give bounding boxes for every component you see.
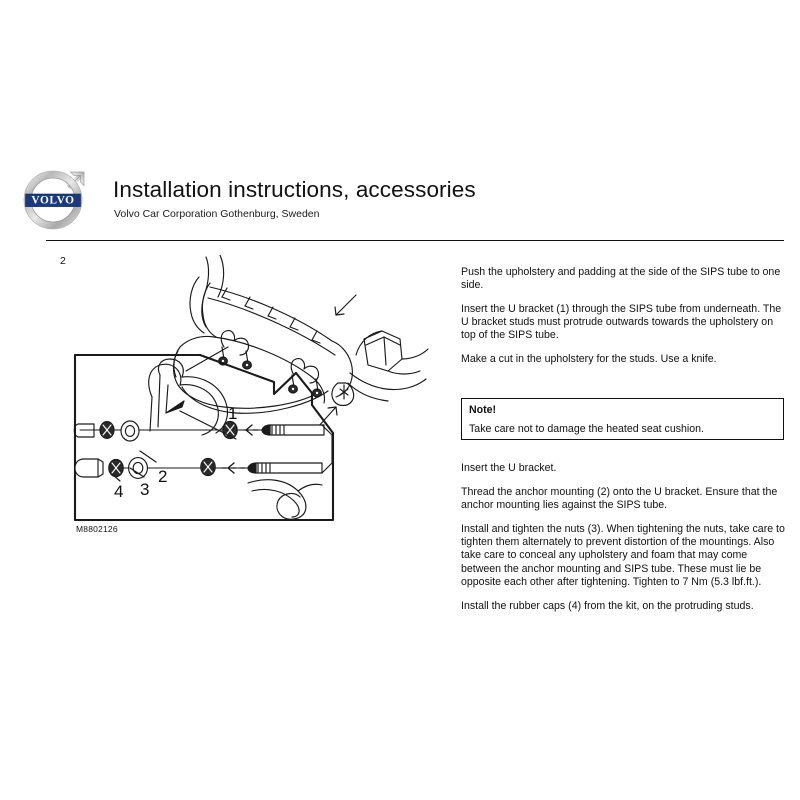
illustration-svg: 1 2 3 4	[73, 254, 429, 522]
instruction-paragraph: Make a cut in the upholstery for the stu…	[461, 353, 717, 366]
instruction-paragraph: Push the upholstery and padding at the s…	[461, 266, 781, 292]
instructions-lower: Insert the U bracket. Thread the anchor …	[461, 462, 786, 613]
callout-numbers: 1 2 3 4	[114, 404, 237, 501]
callout-3: 3	[140, 480, 149, 499]
instruction-paragraph: Insert the U bracket (1) through the SIP…	[461, 303, 782, 342]
instruction-paragraph: Install and tighten the nuts (3). When t…	[461, 523, 785, 588]
page-title: Installation instructions, accessories	[113, 177, 476, 202]
figure-id: M8802126	[76, 524, 118, 534]
volvo-logo: VOLVO	[23, 167, 89, 233]
volvo-wordmark: VOLVO	[31, 195, 74, 207]
installation-illustration: 1 2 3 4	[60, 254, 460, 540]
note-body: Take care not to damage the heated seat …	[469, 423, 704, 435]
volvo-logo-svg: VOLVO	[23, 170, 85, 230]
callout-4: 4	[114, 482, 123, 501]
instruction-paragraph: Insert the U bracket.	[461, 462, 557, 474]
header-subtitle: Volvo Car Corporation Gothenburg, Sweden	[114, 208, 320, 220]
detail-contents	[73, 346, 333, 520]
detail-frame	[73, 353, 335, 522]
document-header: VOLVO Installation instructions, accesso…	[0, 0, 800, 245]
header-divider	[46, 240, 784, 241]
callout-leaders	[111, 410, 237, 482]
page-number: 2	[60, 255, 66, 267]
installed-u-brackets	[218, 330, 322, 398]
seat-assembly-drawing	[172, 254, 429, 428]
instruction-paragraph: Thread the anchor mounting (2) onto the …	[461, 486, 778, 512]
note-title: Note!	[469, 404, 497, 416]
instructions-upper: Push the upholstery and padding at the s…	[461, 266, 786, 367]
callout-1: 1	[228, 404, 237, 423]
instruction-paragraph: Install the rubber caps (4) from the kit…	[461, 599, 754, 612]
note-box: Note! Take care not to damage the heated…	[461, 398, 784, 440]
callout-2: 2	[158, 467, 167, 486]
